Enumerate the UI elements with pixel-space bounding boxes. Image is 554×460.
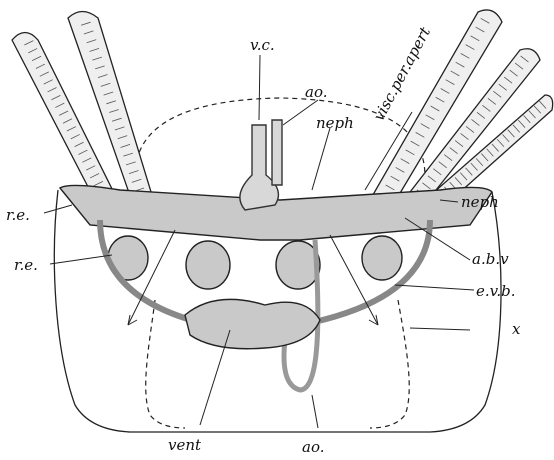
renal-bulb-right-2 [362, 236, 402, 280]
label-aorta-bottom: ao. [302, 438, 324, 456]
label-nephridium-right: neph [461, 193, 499, 211]
label-aorta-top: ao. [305, 83, 327, 101]
label-vena-cava: v.c. [250, 36, 275, 54]
dashed-lower-right [370, 300, 409, 428]
label-x: x [512, 320, 521, 338]
label-renal-upper: r.e. [6, 206, 30, 224]
label-renal-lower: r.e. [14, 256, 38, 274]
label-ventricle: vent [168, 436, 202, 454]
label-nephridium-top: neph [316, 114, 354, 132]
aorta-top [272, 120, 282, 185]
label-efferent-vessel-branch: e.v.b. [476, 282, 515, 300]
renal-bulb-left-2 [186, 241, 230, 289]
label-afferent-branchial-vessel: a.b.v [472, 250, 509, 268]
ventricle [185, 299, 320, 348]
